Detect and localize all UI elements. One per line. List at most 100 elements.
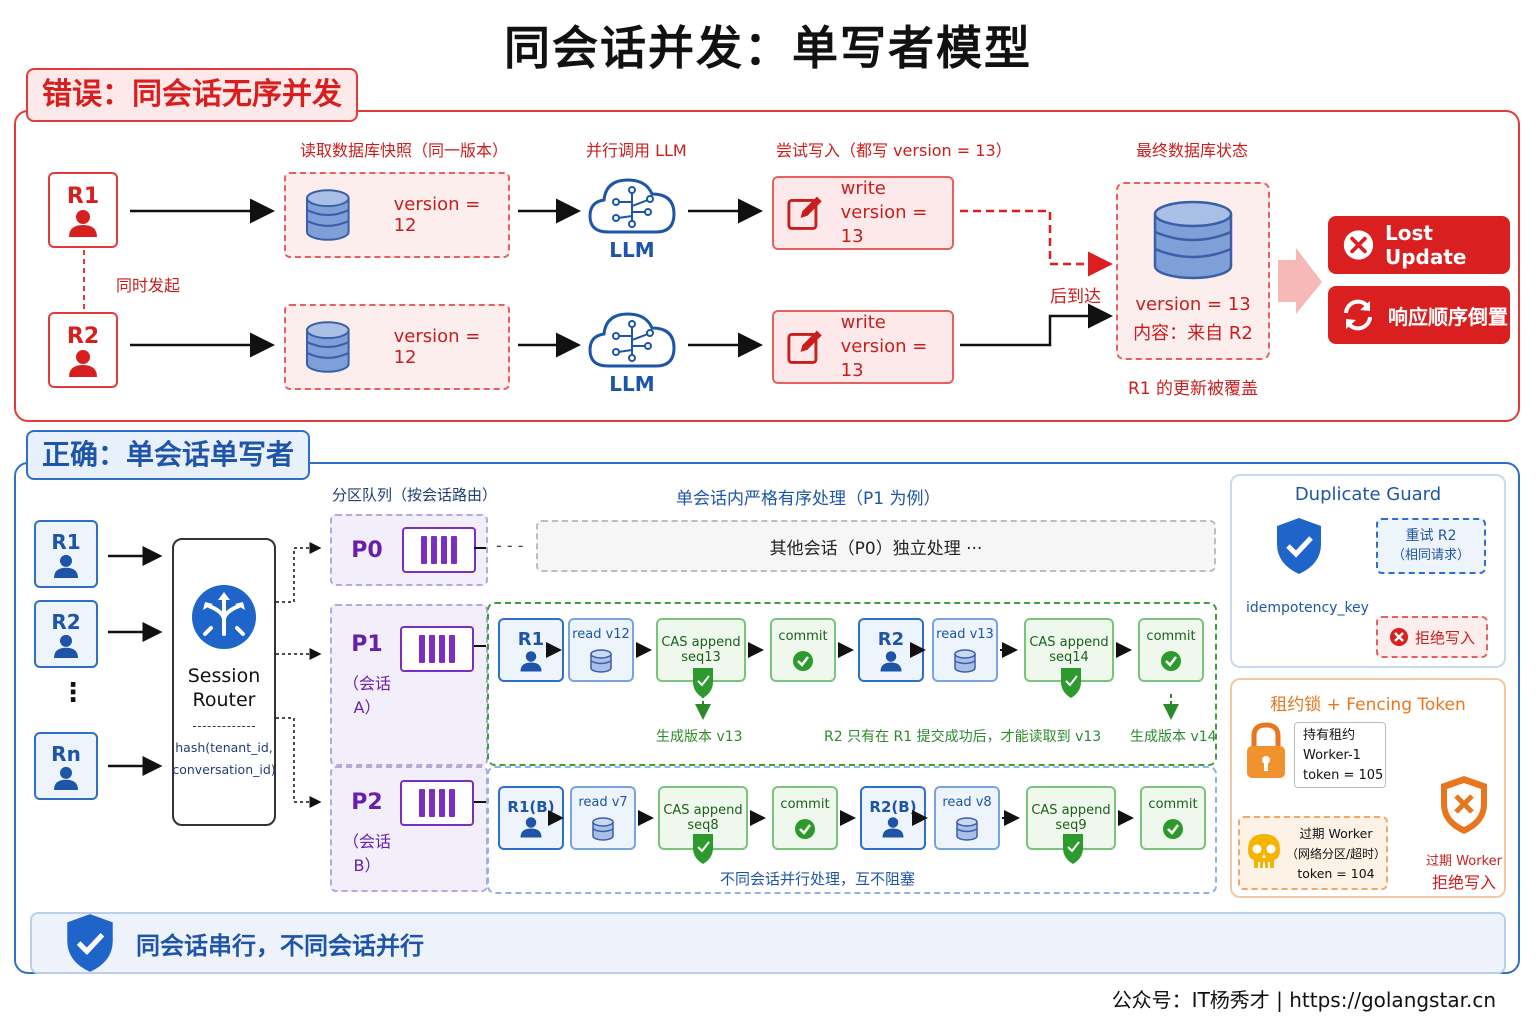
holder-line3: token = 105: [1303, 768, 1384, 783]
final-db-state: version = 13 内容：来自 R2: [1116, 182, 1270, 360]
request-r2: R2: [34, 600, 98, 668]
retry-r2-box: 重试 R2 （相同请求）: [1376, 518, 1486, 574]
error-icon: [1343, 230, 1374, 260]
summary-bar: 同会话串行，不同会话并行: [30, 912, 1506, 974]
expired-worker-box: 过期 Worker （网络分区/超时） token = 104: [1238, 816, 1388, 890]
node-seq: seq13: [681, 650, 721, 665]
request-label: R1: [66, 183, 100, 209]
router-name-line1: Session: [187, 664, 261, 687]
strict-order-caption: 单会话内严格有序处理（P1 为例）: [676, 489, 941, 509]
write-attempt-r2: write version = 13: [772, 310, 954, 384]
order-inversion-badge: 响应顺序倒置: [1328, 286, 1510, 344]
shield-check-icon: [1277, 518, 1321, 574]
user-icon: [882, 817, 904, 838]
user-icon: [880, 650, 902, 671]
partition-session: （会话 A）: [342, 674, 391, 717]
arrive-later-label: 后到达: [1050, 287, 1101, 307]
user-icon: [54, 766, 78, 790]
router-hash-line2: conversation_id): [172, 761, 276, 777]
partition-label: P2: [351, 790, 383, 815]
node-label: read v7: [578, 794, 628, 810]
overwritten-label: R1 的更新被覆盖: [1128, 379, 1259, 399]
node-label: R2(B): [869, 798, 917, 816]
idempotency-key-label: idempotency_key: [1246, 600, 1369, 616]
llm-label: LLM: [609, 372, 655, 396]
partition-p0: P0: [330, 514, 488, 586]
node-label: commit: [1148, 796, 1198, 812]
node-label: commit: [778, 628, 828, 644]
partition-session: （会话 B）: [342, 832, 391, 875]
database-icon: [592, 816, 614, 841]
flow-a-read1: read v12: [568, 618, 634, 682]
database-icon: [305, 189, 350, 241]
shield-check-icon: [67, 914, 113, 972]
parallel-note: 不同会话并行处理，互不阻塞: [720, 870, 916, 888]
simultaneous-label: 同时发起: [116, 276, 181, 295]
lease-holder-box: 持有租约 Worker-1 token = 105: [1294, 722, 1386, 788]
reject-label: 拒绝写入: [1414, 628, 1475, 647]
user-icon: [69, 209, 97, 237]
lease-title: 租约锁 + Fencing Token: [1270, 695, 1466, 715]
router-icon: [192, 584, 256, 649]
retry-line1: 重试 R2: [1405, 528, 1457, 544]
flow-a-cas1: CAS append seq13: [656, 618, 746, 682]
badge-label: 响应顺序倒置: [1388, 304, 1508, 329]
gen-v14-label: 生成版本 v14: [1130, 729, 1217, 745]
node-label: commit: [1146, 628, 1196, 644]
node-label: R1: [517, 628, 545, 650]
node-label: commit: [780, 796, 830, 812]
node-seq: seq9: [1055, 818, 1087, 833]
database-icon: [590, 648, 612, 673]
lock-icon: [1247, 722, 1285, 778]
database-icon: [956, 816, 978, 841]
node-label: CAS append: [1031, 803, 1111, 818]
write-label: write: [840, 312, 886, 333]
wrong-flow-arrows: [83, 198, 1322, 358]
expired-line1: 过期 Worker: [1299, 826, 1373, 841]
node-seq: seq14: [1049, 650, 1089, 665]
llm-caption: 并行调用 LLM: [586, 141, 687, 160]
write-attempt-r1: write version = 13: [772, 176, 954, 250]
node-label: read v13: [936, 626, 994, 642]
wrong-request-r2: R2: [48, 312, 118, 388]
flow-a-commit2: commit: [1138, 618, 1204, 682]
flow-a-commit1: commit: [770, 618, 836, 682]
user-icon: [520, 817, 542, 838]
badge-label: Lost Update: [1384, 221, 1467, 269]
flow-a-read2: read v13: [932, 618, 998, 682]
user-icon: [69, 349, 97, 377]
partition-label: P1: [351, 632, 383, 657]
summary-text: 同会话串行，不同会话并行: [136, 931, 424, 960]
session-b-flow: [487, 766, 1217, 894]
gen-v13-label: 生成版本 v13: [656, 729, 743, 745]
flow-a-r2: R2: [858, 618, 924, 682]
edit-icon: [787, 330, 822, 364]
edit-icon: [787, 196, 822, 230]
p0-dashes: - - -: [496, 536, 524, 555]
request-label: R1: [51, 530, 81, 554]
partition-p1: P1 （会话 A）: [330, 604, 488, 766]
check-circle-icon: [795, 818, 815, 839]
request-label: Rn: [51, 742, 81, 766]
node-label: CAS append: [663, 803, 743, 818]
ai-cloud-icon: [588, 178, 676, 234]
node-label: read v12: [572, 626, 630, 642]
partition-label: P0: [351, 537, 383, 563]
holder-line2: Worker-1: [1303, 748, 1361, 763]
check-circle-icon: [793, 650, 813, 671]
node-label: R1(B): [507, 798, 555, 816]
flow-b-commit2: commit: [1140, 786, 1206, 850]
lease-lock-panel: 租约锁 + Fencing Token 持有租约 Worker-1 token …: [1230, 678, 1506, 898]
expired-line3: token = 104: [1297, 866, 1375, 881]
request-r1: R1: [34, 520, 98, 588]
correct-flow-arrows: [108, 542, 1437, 864]
write-version: version = 13: [840, 202, 928, 247]
database-icon: [954, 648, 976, 673]
node-label: CAS append: [1029, 635, 1109, 650]
lost-update-badge: Lost Update: [1328, 216, 1510, 274]
partition-p2: P2 （会话 B）: [330, 766, 488, 892]
final-version: version = 13: [1135, 293, 1251, 315]
duplicate-guard-panel: Duplicate Guard idempotency_key 重试 R2 （相…: [1230, 474, 1506, 668]
reject-expired-line2: 拒绝写入: [1431, 873, 1496, 892]
final-content: 内容：来自 R2: [1133, 322, 1253, 344]
